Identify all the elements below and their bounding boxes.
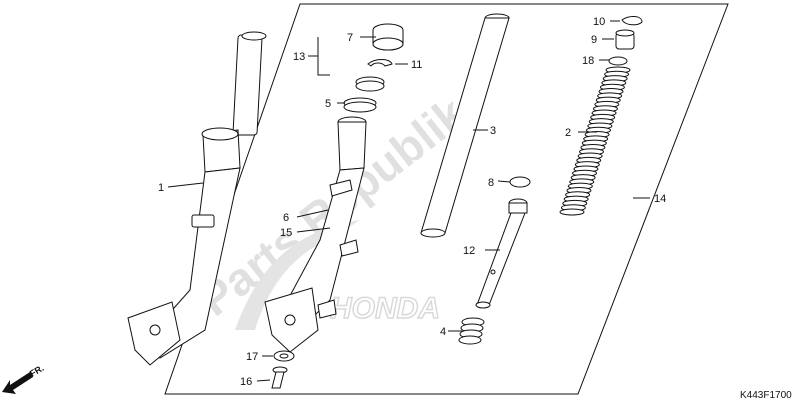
- callout-13: 13: [293, 51, 305, 63]
- oil-seal-and-ring-stack: [343, 23, 404, 113]
- brand-watermark: HONDA: [330, 292, 440, 325]
- callout-3: 3: [490, 125, 496, 137]
- drain-bolt: [271, 350, 295, 389]
- drawing-code: K443F1700: [740, 390, 792, 401]
- callout-16: 16: [240, 376, 252, 388]
- callout-2: 2: [565, 127, 571, 139]
- callout-12: 12: [463, 245, 475, 257]
- callout-7: 7: [347, 32, 353, 44]
- callout-18: 18: [582, 55, 594, 67]
- leader-lines: [167, 20, 650, 382]
- damper-rod: [475, 198, 528, 309]
- fork-spring: [559, 66, 631, 216]
- callout-8: 8: [488, 177, 494, 189]
- washer: [509, 176, 531, 188]
- callout-1: 1: [158, 182, 164, 194]
- callout-5: 5: [325, 98, 331, 110]
- spring-coil: [559, 208, 585, 216]
- callout-10: 10: [593, 16, 605, 28]
- callout-9: 9: [591, 34, 597, 46]
- callout-17: 17: [246, 351, 258, 363]
- callout-4: 4: [440, 326, 446, 338]
- callout-15: 15: [280, 227, 292, 239]
- fork-pipe: [420, 13, 510, 238]
- brand-wing-logo: [235, 220, 360, 330]
- callout-6: 6: [283, 212, 289, 224]
- front-direction-label: FR.: [28, 363, 46, 379]
- callout-11: 11: [411, 59, 422, 71]
- callout-14: 14: [654, 193, 666, 205]
- fork-leg-right: [264, 116, 367, 353]
- rebound-spring: [458, 317, 485, 345]
- fork-leg-left: [127, 31, 267, 366]
- front-direction-arrow: FR.: [2, 363, 46, 394]
- top-fittings: [608, 16, 643, 66]
- callouts: 1 2 3 4 5 6 7 8 9 10 11 12 13 14 15 16 1…: [158, 16, 666, 388]
